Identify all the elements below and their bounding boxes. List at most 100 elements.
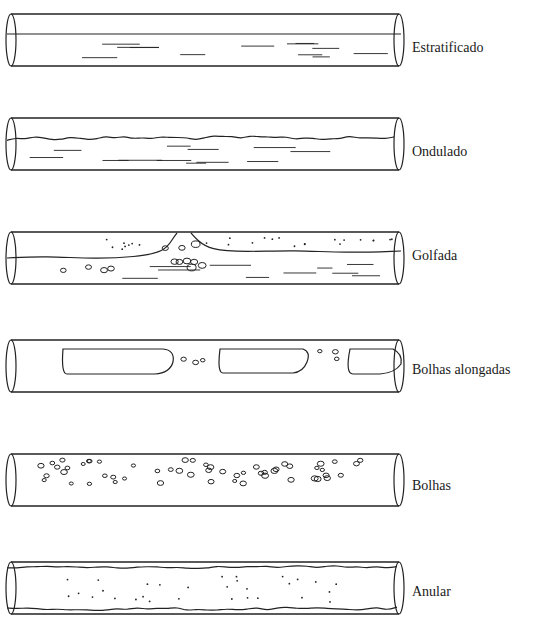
gas-bubble (65, 466, 70, 470)
droplet (360, 239, 362, 241)
gas-bubble (81, 462, 85, 465)
droplet (78, 592, 80, 594)
liquid-stroke (296, 43, 315, 44)
gas-bubble (86, 459, 91, 463)
gas-bubble (193, 360, 199, 364)
gas-bubble (113, 480, 117, 483)
droplet (124, 245, 126, 247)
droplet (391, 238, 393, 240)
droplet (92, 596, 94, 598)
gas-bubble (324, 476, 330, 481)
gas-bubble (61, 470, 68, 475)
gas-bubble (323, 473, 329, 478)
gas-bubble (176, 468, 183, 473)
liquid-stroke (283, 272, 316, 273)
droplet (339, 243, 341, 245)
droplet (246, 588, 248, 590)
gas-bubble (86, 265, 92, 269)
gas-bubble (204, 463, 209, 466)
liquid-stroke (150, 266, 191, 267)
gas-bubble (101, 268, 108, 273)
droplet (128, 244, 130, 246)
gas-bubble (87, 482, 91, 485)
liquid-stroke (312, 48, 339, 49)
gas-bubble (122, 477, 126, 480)
droplet (304, 243, 306, 245)
droplet (131, 243, 133, 245)
droplet (149, 600, 151, 602)
liquid-stroke (317, 268, 332, 269)
droplet (135, 599, 137, 601)
droplet (229, 237, 231, 239)
droplet (297, 579, 299, 581)
gas-bubble (97, 460, 101, 463)
droplet (271, 238, 273, 240)
droplet (257, 597, 259, 599)
slug-pipe (6, 232, 404, 284)
gas-bubble (183, 258, 191, 264)
droplet (304, 243, 306, 245)
stratified-pipe (6, 14, 404, 66)
annular-pipe (6, 562, 404, 614)
liquid-stroke (54, 150, 82, 151)
droplet (236, 580, 238, 582)
wavy-pipe (6, 118, 404, 170)
droplet (228, 244, 230, 246)
liquid-stroke (354, 53, 388, 54)
flow-regime-label: Golfada (412, 248, 457, 265)
liquid-stroke (130, 47, 159, 48)
gas-bubble (42, 479, 46, 482)
liquid-stroke (117, 47, 159, 48)
gas-bubble (60, 268, 66, 272)
droplet (264, 237, 266, 239)
interface-line (7, 566, 397, 569)
droplet (68, 595, 70, 597)
gas-bubble (198, 262, 206, 268)
gas-bubble (157, 481, 163, 486)
liquid-stroke (290, 151, 330, 152)
interface-line (191, 233, 401, 252)
liquid-stroke (196, 162, 228, 163)
gas-bubble (233, 479, 237, 482)
droplet (178, 598, 180, 600)
liquid-stroke (82, 57, 117, 58)
droplet (236, 576, 238, 578)
liquid-stroke (247, 161, 278, 162)
droplet (252, 242, 254, 244)
droplet (329, 601, 331, 603)
liquid-stroke (188, 149, 219, 150)
liquid-stroke (332, 273, 358, 274)
gas-bubble (262, 470, 267, 474)
droplet (159, 584, 161, 586)
gas-bubble (176, 259, 183, 264)
gas-bubble (311, 476, 318, 481)
liquid-stroke (313, 56, 330, 57)
droplet (373, 240, 375, 242)
liquid-stroke (186, 163, 206, 164)
gas-bubble (190, 458, 195, 462)
interface-line (7, 233, 177, 258)
gas-bubble (44, 474, 49, 478)
gas-bubble (54, 465, 59, 469)
gas-bubble (334, 357, 339, 360)
gas-bubble (287, 464, 293, 469)
gas-bubble (358, 458, 363, 462)
liquid-stroke (298, 54, 322, 55)
liquid-stroke (246, 277, 269, 278)
liquid-stroke (210, 265, 251, 266)
droplet (206, 242, 208, 244)
gas-bubble (240, 481, 246, 486)
droplet (334, 239, 336, 241)
liquid-stroke (241, 46, 274, 47)
droplet (106, 239, 108, 241)
gas-bubble (206, 468, 212, 472)
droplet (247, 597, 249, 599)
droplet (67, 579, 69, 581)
liquid-stroke (167, 146, 191, 147)
droplet (288, 583, 290, 585)
gas-bubble (182, 458, 188, 463)
droplet (278, 237, 280, 239)
liquid-stroke (352, 275, 380, 276)
